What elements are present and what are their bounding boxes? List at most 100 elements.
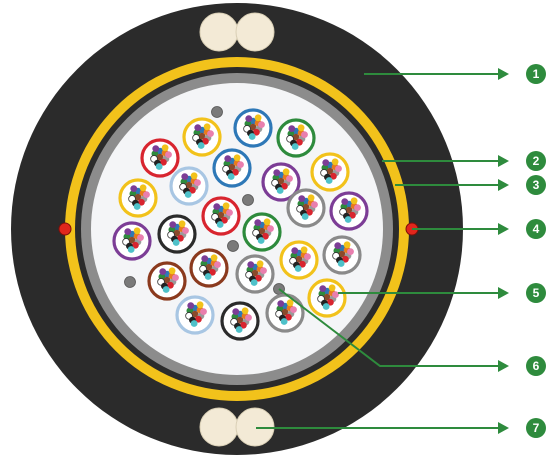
fiber xyxy=(227,173,235,180)
fiber xyxy=(127,246,135,253)
fiber xyxy=(236,316,244,324)
fiber xyxy=(350,197,358,205)
fiber xyxy=(245,314,252,321)
fiber xyxy=(169,221,177,229)
fiber xyxy=(198,132,206,140)
fiber xyxy=(257,237,265,244)
loose-tube xyxy=(322,235,362,275)
filler-rod xyxy=(124,276,136,288)
fiber xyxy=(202,137,209,145)
fiber xyxy=(178,220,186,228)
fiber xyxy=(338,250,346,258)
fiber xyxy=(347,248,354,256)
arrowhead-icon xyxy=(498,68,509,80)
fiber xyxy=(241,307,249,315)
loose-tube xyxy=(157,214,197,254)
fiber xyxy=(168,267,176,275)
fiber xyxy=(296,138,303,146)
fiber xyxy=(228,163,236,171)
fiber xyxy=(298,195,306,203)
fiber xyxy=(342,255,349,263)
loose-tubes xyxy=(112,108,369,341)
arrowhead-icon xyxy=(498,360,509,372)
fiber xyxy=(190,172,198,180)
fiber xyxy=(155,163,163,170)
fiber xyxy=(167,281,174,289)
fiber xyxy=(291,143,299,150)
loose-tube xyxy=(276,118,316,158)
fiber xyxy=(191,310,199,318)
fiber xyxy=(235,326,243,333)
fiber xyxy=(322,159,330,167)
fiber xyxy=(311,201,318,209)
fiber xyxy=(185,181,193,189)
ripcord-left xyxy=(58,222,72,236)
fiber xyxy=(181,173,189,181)
loose-tube xyxy=(169,166,209,206)
fiber xyxy=(354,204,361,212)
fiber xyxy=(345,206,353,214)
fiber xyxy=(173,229,181,237)
fiber xyxy=(124,228,132,236)
fiber xyxy=(306,208,313,216)
fiber xyxy=(213,203,221,211)
fiber xyxy=(281,308,289,316)
callout-number: 1 xyxy=(533,67,540,81)
fiber xyxy=(205,263,213,271)
fiber xyxy=(343,241,351,249)
arrowhead-icon xyxy=(498,287,509,299)
fiber xyxy=(165,151,172,159)
callout-line xyxy=(278,288,500,367)
fiber xyxy=(161,144,169,152)
fiber xyxy=(177,234,184,242)
callout-5: 5 xyxy=(338,283,546,303)
fiber xyxy=(195,315,202,323)
fiber xyxy=(341,198,349,206)
fiber xyxy=(222,202,230,210)
callout-number: 4 xyxy=(533,222,540,236)
fiber xyxy=(182,227,189,235)
fiber xyxy=(133,227,141,235)
fiber xyxy=(286,299,294,307)
filler-rod xyxy=(211,106,223,118)
callout-badge xyxy=(526,151,546,171)
fiber xyxy=(132,241,139,249)
fiber xyxy=(319,285,327,293)
callout-badge xyxy=(526,64,546,84)
arrowhead-icon xyxy=(498,223,509,235)
fiber xyxy=(194,179,201,187)
callout-badge xyxy=(526,175,546,195)
fiber xyxy=(232,168,239,176)
fiber xyxy=(134,193,142,201)
fiber xyxy=(210,254,218,262)
fiber xyxy=(172,239,180,246)
loose-tube xyxy=(182,117,222,157)
loose-tube xyxy=(307,278,347,318)
strength-member-bottom-left xyxy=(199,407,239,447)
fiber xyxy=(139,184,147,192)
fiber xyxy=(276,187,284,194)
fiber xyxy=(245,115,253,123)
fiber xyxy=(330,172,337,180)
fiber xyxy=(133,203,141,210)
callout-2: 2 xyxy=(382,151,546,171)
fiber xyxy=(190,320,198,327)
fiber xyxy=(184,191,192,198)
callout-badge xyxy=(526,219,546,239)
fiber xyxy=(335,165,342,173)
callout-1: 1 xyxy=(364,64,546,84)
fiber xyxy=(260,267,267,274)
fiber xyxy=(256,260,264,268)
fiber xyxy=(304,253,311,260)
loose-tube xyxy=(242,212,282,252)
fiber xyxy=(277,177,285,185)
arrowhead-icon xyxy=(498,422,509,434)
fiber xyxy=(200,308,207,315)
callout-badge xyxy=(526,283,546,303)
fiber xyxy=(331,158,339,166)
fiber xyxy=(322,303,330,310)
fiber xyxy=(294,265,302,272)
loose-tube xyxy=(118,178,158,218)
